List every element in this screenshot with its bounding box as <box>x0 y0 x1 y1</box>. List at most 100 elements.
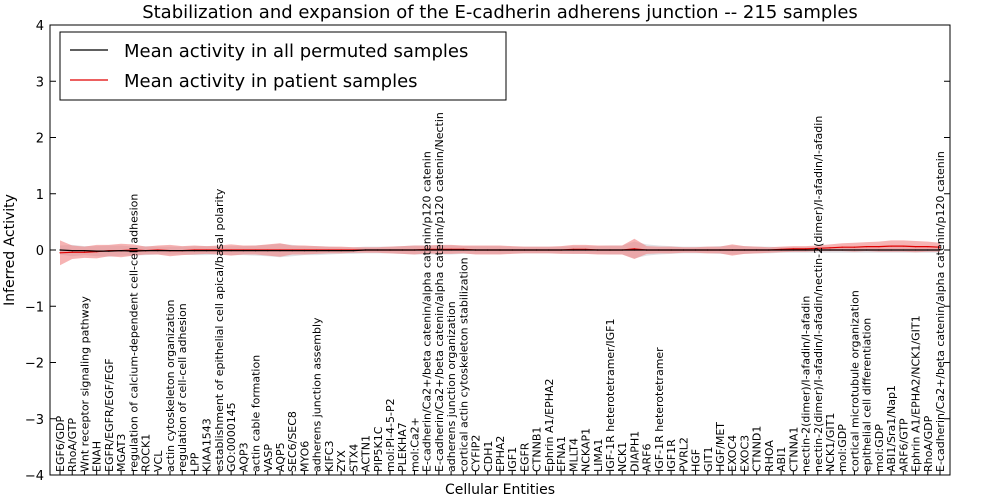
data-point <box>389 249 391 251</box>
data-point <box>242 250 244 252</box>
data-point <box>731 249 733 251</box>
legend-entry: Mean activity in patient samples <box>124 71 418 92</box>
data-point <box>83 250 85 252</box>
data-point <box>181 250 183 252</box>
data-point <box>853 246 856 248</box>
x-tick-label: EPHA2 <box>494 436 507 472</box>
x-tick-label: actin cytoskeleton organization <box>164 300 177 472</box>
data-point <box>536 249 538 251</box>
x-tick-label: ARF6 <box>641 444 654 473</box>
data-point <box>267 250 269 252</box>
x-tick-label: CYFIP2 <box>470 435 483 472</box>
x-tick-label: PLEKHA7 <box>396 422 409 472</box>
x-tick-label: regulation of calcium-dependent cell-cel… <box>127 194 140 472</box>
data-point <box>401 249 403 251</box>
data-point <box>707 249 709 251</box>
data-point <box>841 246 843 248</box>
x-tick-label: cortical microtubule organization <box>848 290 861 472</box>
x-tick-label: nectin-2(dimer)/I-afadin/I-afadin <box>800 296 813 472</box>
x-tick-label: CDH1 <box>482 441 495 472</box>
data-point <box>646 249 648 251</box>
x-tick-label: ROCK1 <box>140 434 153 472</box>
x-axis-label: Cellular Entities <box>445 482 555 498</box>
x-tick-label: SEC6/SEC8 <box>286 411 299 472</box>
x-tick-label: LIMA1 <box>592 439 605 472</box>
data-point <box>572 249 574 251</box>
x-tick-label: DIAPH1 <box>628 431 641 472</box>
data-point <box>413 249 415 251</box>
x-tick-label: NCK1 <box>616 442 629 472</box>
data-point <box>560 249 562 251</box>
data-point <box>523 249 526 251</box>
x-tick-label: adherens junction assembly <box>311 317 324 472</box>
data-point <box>829 247 831 249</box>
x-tick-label: nectin-2(dimer)/I-afadin/I-afadin/nectin… <box>812 116 825 472</box>
data-point <box>462 249 464 251</box>
x-tick-label: EGFR <box>518 442 531 472</box>
x-tick-label: KIAA1543 <box>201 418 214 472</box>
data-point <box>633 249 636 251</box>
x-tick-label: regulation of cell-cell adhesion <box>176 303 189 472</box>
x-tick-label: mol:PI-4-5-P2 <box>384 398 397 472</box>
data-point <box>475 249 477 251</box>
data-point <box>915 246 917 248</box>
data-point <box>805 248 807 250</box>
data-point <box>96 250 98 252</box>
x-tick-label: VASP <box>262 444 275 472</box>
data-point <box>499 249 501 251</box>
x-tick-label: EGF6/GDP <box>54 416 67 473</box>
data-point <box>597 249 599 251</box>
x-tick-label: LPP <box>188 452 201 472</box>
x-tick-label: NCK1/GIT1 <box>824 413 837 472</box>
data-point <box>145 250 147 252</box>
x-tick-label: mol:Ca2+ <box>408 417 421 472</box>
x-tick-label: STX4 <box>347 444 360 472</box>
legend-box <box>59 31 507 101</box>
data-point <box>71 250 73 252</box>
data-point <box>902 249 904 251</box>
x-tick-label: ENAH <box>91 441 104 472</box>
x-tick-label: ACTN1 <box>360 435 373 472</box>
x-tick-label: CTNNA1 <box>787 427 800 472</box>
data-point <box>670 249 672 251</box>
x-tick-label: E-cadherin/Ca2+/beta catenin/alpha caten… <box>433 112 446 472</box>
data-point <box>841 249 843 251</box>
data-point <box>487 249 489 251</box>
x-tick-label: CTNND1 <box>751 426 764 472</box>
y-tick-label: −2 <box>25 357 44 372</box>
x-tick-label: EXOC3 <box>738 435 751 472</box>
x-tick-label: EGFR/EGFR/EGF/EGF <box>103 358 116 472</box>
data-point <box>316 250 318 252</box>
x-tick-label: RhoA/GDP <box>922 415 935 472</box>
data-point <box>817 249 819 251</box>
band-patient <box>60 238 940 266</box>
x-tick-label: NCKAP1 <box>580 428 593 472</box>
data-point <box>132 249 134 251</box>
data-point <box>218 250 220 252</box>
data-point <box>902 245 904 247</box>
data-point <box>328 250 330 252</box>
x-tick-label: E-cadherin/Ca2+/beta catenin/alpha caten… <box>934 151 947 472</box>
x-tick-label: Ephrin A1/EPHA2/NCK1/GIT1 <box>910 315 923 472</box>
data-point <box>780 249 782 251</box>
data-point <box>548 249 550 251</box>
x-tick-label: actin cable formation <box>250 355 263 472</box>
data-point <box>817 247 819 249</box>
x-tick-label: AQP3 <box>237 442 250 472</box>
x-tick-label: HGF/MET <box>714 422 727 472</box>
data-point <box>939 246 941 248</box>
data-point <box>279 250 281 252</box>
x-tick-label: GO:0000145 <box>225 402 238 472</box>
x-tick-label: ABI1/Sra1/Nap1 <box>885 385 898 472</box>
x-tick-label: PIP5K1C <box>372 426 385 472</box>
data-point <box>695 249 697 251</box>
x-tick-label: adherens junction organization <box>445 301 458 472</box>
data-point <box>621 249 623 251</box>
x-tick-label: establishment of epithelial cell apical/… <box>213 188 226 472</box>
x-tick-label: IGF1 <box>506 447 519 472</box>
data-point <box>108 250 110 252</box>
y-tick-label: −4 <box>25 469 44 484</box>
